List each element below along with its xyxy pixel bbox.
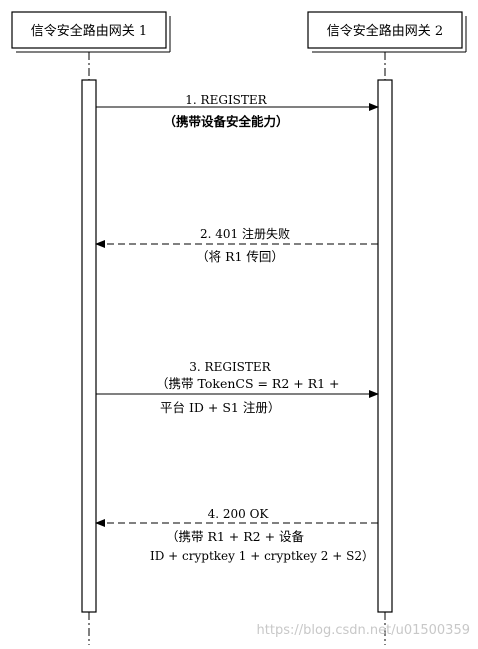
message-4-label: 4. 200 OK (208, 507, 270, 521)
participant-box-1: 信令安全路由网关 1 (11, 11, 171, 53)
participant-box-2: 信令安全路由网关 2 (307, 11, 467, 53)
watermark-text: https://blog.csdn.net/u01500359 (257, 623, 470, 638)
message-3-label: 3. REGISTER (189, 360, 271, 374)
message-4: 4. 200 OK （携带 R1 + R2 + 设备 ID + cryptkey… (95, 507, 378, 563)
activation-bar-1 (81, 79, 97, 613)
message-4-note-line-1: （携带 R1 + R2 + 设备 (166, 529, 305, 544)
message-2-label: 2. 401 注册失败 (200, 226, 290, 241)
message-1-label: 1. REGISTER (185, 93, 267, 107)
message-3: 3. REGISTER （携带 TokenCS = R2 + R1 + 平台 I… (96, 360, 379, 415)
message-1-note: （携带设备安全能力） (163, 114, 288, 129)
message-2-note: （将 R1 传回） (196, 249, 284, 264)
message-3-note-line-2: 平台 ID + S1 注册） (160, 400, 280, 415)
participant-label-1: 信令安全路由网关 1 (31, 23, 147, 39)
message-4-note-line-2: ID + cryptkey 1 + cryptkey 2 + S2） (150, 549, 374, 563)
activation-bar-2 (377, 79, 393, 613)
participant-label-2: 信令安全路由网关 2 (327, 23, 443, 39)
message-2: 2. 401 注册失败 （将 R1 传回） (95, 226, 378, 264)
message-3-note-line-1: （携带 TokenCS = R2 + R1 + (156, 376, 340, 391)
message-1: 1. REGISTER （携带设备安全能力） (96, 93, 379, 129)
